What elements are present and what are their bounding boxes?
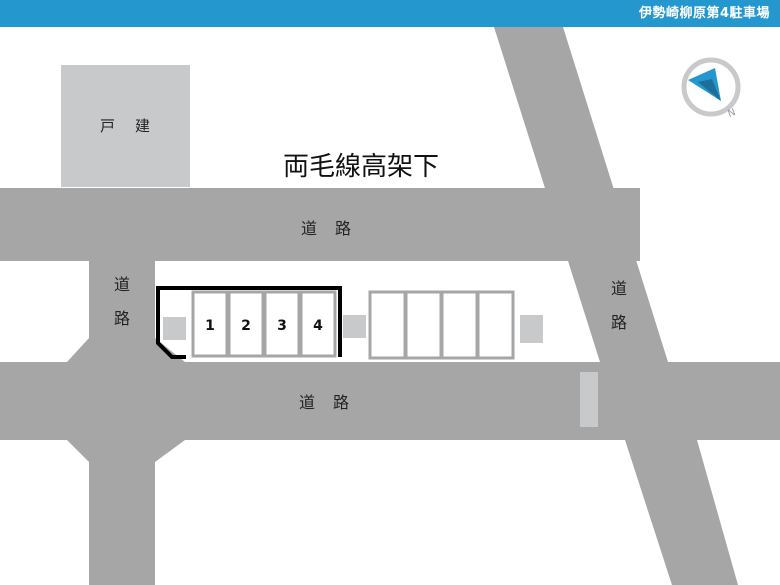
upper-road [0, 188, 640, 261]
parking-slot [440, 290, 479, 360]
road-marker [580, 372, 598, 427]
parking-slot-4 [299, 290, 337, 358]
parking-slot-3 [263, 290, 301, 358]
numbered-slots [191, 290, 337, 358]
lot-border [156, 286, 342, 359]
upper-road-label: 道路 [301, 219, 370, 238]
unlabeled-slots [368, 290, 515, 360]
parking-slot [368, 290, 407, 360]
slot-number-4: 4 [313, 318, 323, 334]
left-road-label: 道路 [113, 275, 130, 328]
slot-number-3: 3 [277, 318, 287, 334]
left-road [67, 261, 185, 585]
lot-marker [163, 317, 186, 340]
house-block [61, 65, 190, 187]
compass-icon [681, 57, 741, 117]
right-road-label: 道路 [610, 279, 627, 332]
area-label: 両毛線高架下 [283, 152, 440, 182]
slot-number-1: 1 [205, 318, 215, 334]
slot-number-2: 2 [241, 318, 251, 334]
diagonal-road [494, 27, 738, 585]
parking-slot [476, 290, 515, 360]
header-bar: 伊勢崎柳原第4駐車場 [0, 0, 780, 27]
parking-slot [404, 290, 443, 360]
lot-marker [343, 315, 366, 338]
lot-marker [520, 315, 543, 343]
parking-slot-1 [191, 290, 229, 358]
parking-slot-2 [227, 290, 265, 358]
parking-lot-title: 伊勢崎柳原第4駐車場 [638, 6, 770, 21]
house-label: 戸建 [100, 117, 171, 135]
lower-road-label: 道路 [299, 393, 368, 412]
